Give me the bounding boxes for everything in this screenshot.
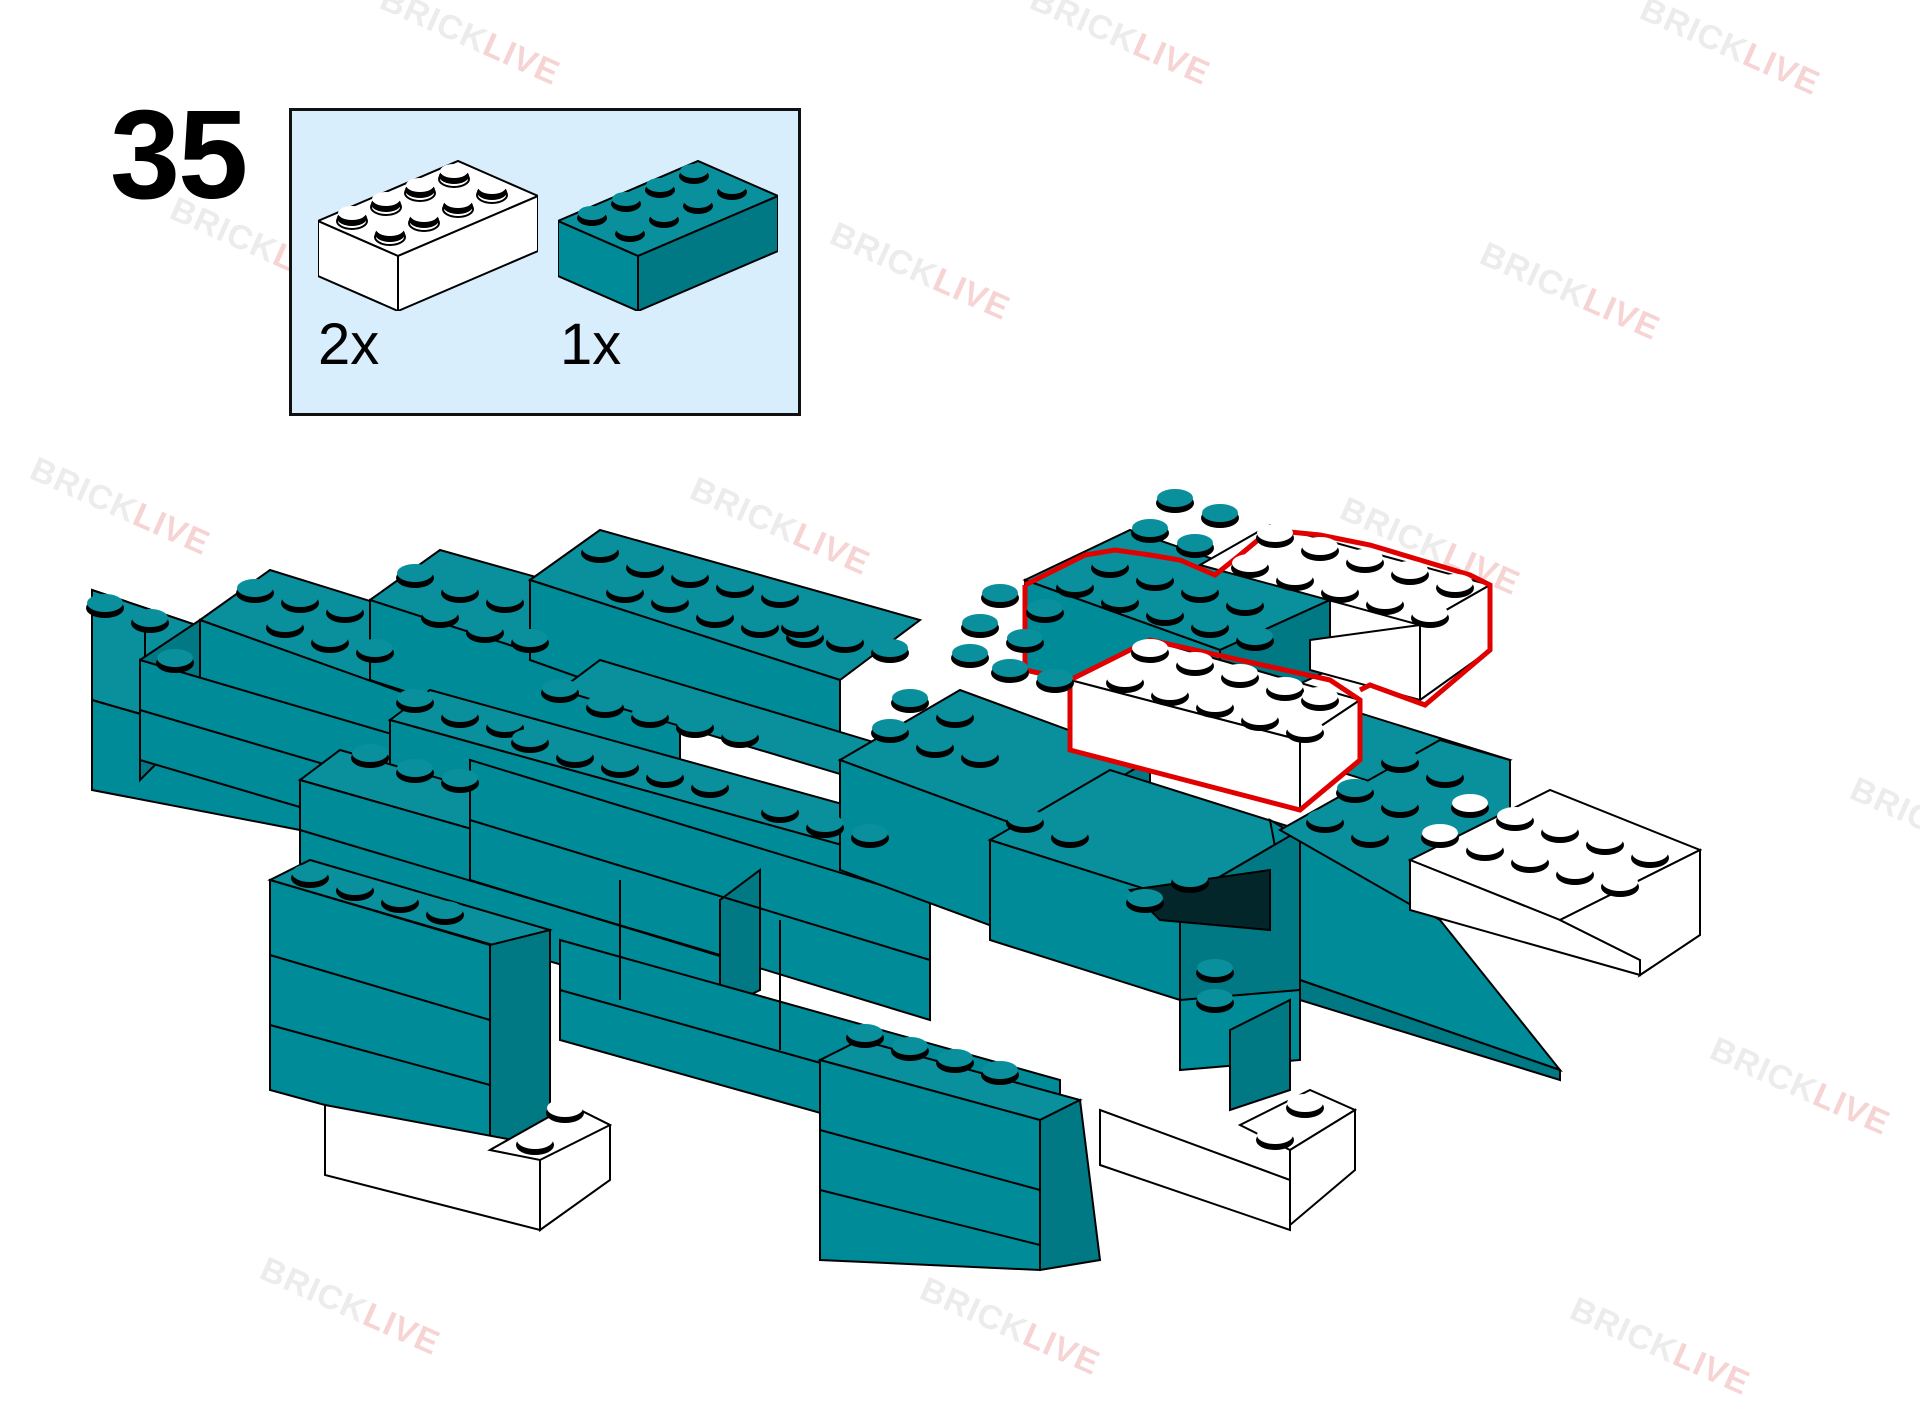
instruction-page: BRICKLIVE BRICKLIVE BRICKLIVE BRICKLIVE … xyxy=(25,0,1920,1403)
front-leg xyxy=(817,998,1358,1272)
white-brick-icon xyxy=(318,159,538,311)
step-number: 35 xyxy=(110,84,248,225)
part-count-teal: 1x xyxy=(560,312,622,377)
teal-brick-icon xyxy=(558,159,778,311)
parts-list-panel: 2x 1x xyxy=(289,108,801,416)
body-mid xyxy=(297,658,1061,1182)
new-white-brick-front xyxy=(1067,638,1363,813)
snout-white-brick xyxy=(1407,788,1703,978)
part-count-white: 2x xyxy=(318,312,380,377)
model-assembly-illustration xyxy=(86,489,1703,1272)
